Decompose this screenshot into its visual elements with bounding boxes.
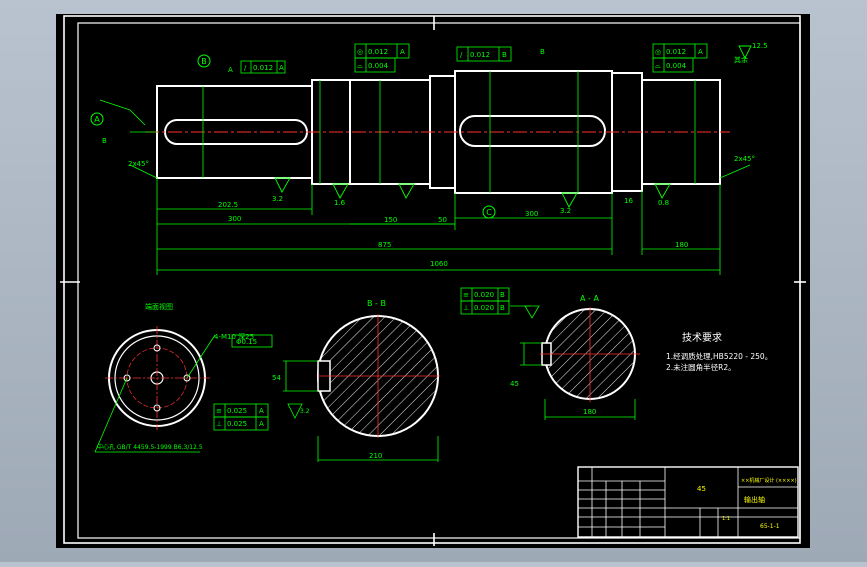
- roughness-value: 3.2: [560, 207, 571, 215]
- section-b-keyway-depth: 54: [272, 374, 281, 382]
- svg-text:A: A: [279, 64, 284, 72]
- gdt-center: / 0.012 B: [456, 46, 512, 62]
- title-scale: 1:1: [722, 516, 730, 522]
- dim-1060: 1060: [430, 260, 448, 268]
- roughness-symbols: [274, 45, 752, 208]
- svg-text:0.020: 0.020: [474, 304, 494, 312]
- title-material: 45: [697, 485, 706, 493]
- centering-marks: [60, 16, 806, 546]
- section-a-shape: [540, 307, 640, 402]
- dim-875: 875: [378, 241, 391, 249]
- section-a-dia: 180: [583, 408, 596, 416]
- section-a-title: A - A: [580, 294, 599, 303]
- datum-a-label: A: [94, 115, 100, 124]
- dim-300-right: 300: [525, 210, 538, 218]
- svg-text:0.012: 0.012: [368, 48, 388, 56]
- title-part-no: 65-1-1: [760, 523, 780, 530]
- end-view-title: 端面视图: [145, 302, 173, 311]
- svg-text:A: A: [400, 48, 405, 56]
- keyway-right: [459, 115, 606, 147]
- svg-text:Φ0.15: Φ0.15: [236, 338, 257, 346]
- section-a-gdt: ≡ 0.020 B ⊥ 0.020 B: [460, 287, 510, 315]
- end-view-hole-note: 4-M10 深25: [214, 332, 254, 341]
- title-drawing-name: 输出轴: [744, 495, 765, 504]
- section-b-shape: [317, 314, 440, 438]
- section-b-dia: 210: [369, 452, 382, 460]
- end-view-tol-frame: Φ0.15: [231, 334, 273, 348]
- roughness-value: 1.6: [334, 199, 346, 207]
- gdt-right-top: ◎ 0.012 A ⌓ 0.004: [652, 43, 708, 73]
- requirement-item: 1.经调质处理,HB5220 - 250。: [666, 351, 772, 361]
- svg-text:0.025: 0.025: [227, 407, 247, 415]
- gdt-left: / 0.012 A: [240, 60, 286, 74]
- datum-c-label: C: [486, 208, 492, 217]
- dim-202-5: 202.5: [218, 201, 238, 209]
- gdt-mid-top: ◎ 0.012 A ⌓ 0.004: [354, 43, 410, 73]
- chamfer-right: 2x45°: [734, 155, 755, 163]
- svg-text:0.012: 0.012: [666, 48, 686, 56]
- datum-b-circle: [197, 54, 211, 68]
- roughness-other: 12.5: [752, 42, 768, 50]
- requirements-title: 技术要求: [682, 331, 722, 344]
- svg-text:A: A: [259, 420, 264, 428]
- svg-text:/: /: [460, 51, 463, 59]
- section-b-roughness: 3.2: [300, 408, 310, 415]
- center-hole-note: 中心孔 GB/T 4459.5-1999 B6.3/12.5: [97, 443, 203, 451]
- svg-text:≡: ≡: [216, 407, 222, 415]
- section-b-gdt: ≡ 0.025 A ⊥ 0.025 A: [213, 403, 269, 431]
- dim-300-left: 300: [228, 215, 241, 223]
- datum-a-circle: [90, 112, 104, 126]
- svg-text:≡: ≡: [463, 291, 469, 299]
- section-a-keyway-depth: 45: [510, 380, 519, 388]
- svg-text:0.020: 0.020: [474, 291, 494, 299]
- section-a-mark-top: A: [228, 66, 233, 74]
- svg-text:0.012: 0.012: [470, 51, 490, 59]
- svg-text:B: B: [502, 51, 507, 59]
- svg-text:⊥: ⊥: [463, 304, 469, 312]
- svg-text:◎: ◎: [357, 48, 363, 56]
- svg-text:A: A: [698, 48, 703, 56]
- main-dimension-lines: [99, 71, 751, 275]
- section-b-title: B - B: [367, 299, 386, 308]
- datum-c-circle: [482, 205, 496, 219]
- roughness-value: 3.2: [272, 195, 283, 203]
- roughness-value: 0.8: [658, 199, 669, 207]
- svg-text:⌓: ⌓: [655, 62, 661, 70]
- inner-border: [77, 22, 801, 539]
- svg-text:⌓: ⌓: [357, 62, 363, 70]
- svg-text:0.004: 0.004: [666, 62, 687, 70]
- drawing-sheet: [56, 14, 810, 548]
- title-company: ××机械厂设计 (××××): [741, 477, 797, 484]
- requirement-item: 2.未注圆角半径R2。: [666, 362, 736, 372]
- section-b-mark-top: B: [540, 48, 545, 56]
- svg-text:B: B: [500, 304, 505, 312]
- svg-text:0.012: 0.012: [253, 64, 273, 72]
- section-b-mark-left: B: [102, 137, 107, 145]
- svg-text:0.004: 0.004: [368, 62, 389, 70]
- dim-16: 16: [624, 197, 633, 205]
- svg-text:A: A: [259, 407, 264, 415]
- svg-text:B: B: [500, 291, 505, 299]
- datum-b-label: B: [201, 57, 207, 66]
- svg-text:/: /: [244, 64, 247, 72]
- roughness-other-note: 其余: [734, 55, 748, 64]
- dim-150: 150: [384, 216, 397, 224]
- title-block: [577, 466, 799, 538]
- svg-text:⊥: ⊥: [216, 420, 222, 428]
- dim-180: 180: [675, 241, 688, 249]
- svg-text:◎: ◎: [655, 48, 661, 56]
- svg-text:0.025: 0.025: [227, 420, 247, 428]
- dim-50: 50: [438, 216, 447, 224]
- chamfer-left: 2x45°: [128, 160, 149, 168]
